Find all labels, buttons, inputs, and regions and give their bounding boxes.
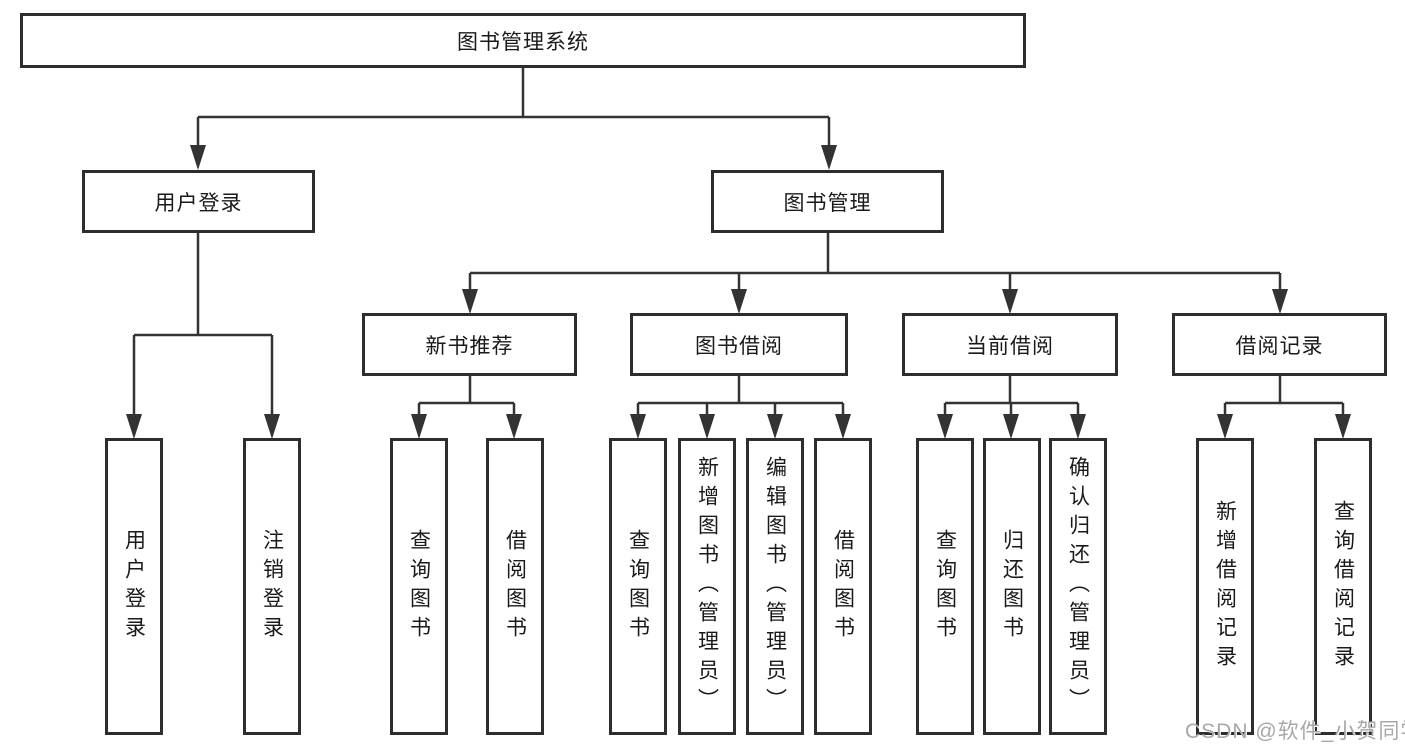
node-current-borrowing: 当前借阅 xyxy=(902,313,1118,376)
leaf-label: 新增借阅记录 xyxy=(1213,499,1237,674)
leaf-label: 确认归还（管理员） xyxy=(1066,456,1090,717)
watermark: CSDN @软件_小贺同学 xyxy=(1185,720,1405,743)
leaf-add-borrow-record: 新增借阅记录 xyxy=(1196,438,1254,735)
node-user-login-label: 用户登录 xyxy=(154,191,243,215)
leaf-label: 查询图书 xyxy=(407,528,431,645)
leaf-borrow-books-recommend: 借阅图书 xyxy=(486,438,544,735)
leaf-label: 查询图书 xyxy=(933,528,957,645)
leaf-label: 新增图书（管理员） xyxy=(695,456,719,717)
node-root-label: 图书管理系统 xyxy=(457,30,589,54)
leaf-label: 注销登录 xyxy=(260,528,284,645)
leaf-label: 查询借阅记录 xyxy=(1331,499,1355,674)
node-book-borrowing: 图书借阅 xyxy=(630,313,848,376)
node-current-borrowing-label: 当前借阅 xyxy=(966,334,1054,358)
node-user-login: 用户登录 xyxy=(82,170,315,233)
node-book-borrowing-label: 图书借阅 xyxy=(695,334,783,358)
node-new-book-recommend-label: 新书推荐 xyxy=(425,334,514,358)
leaf-edit-book-admin: 编辑图书（管理员） xyxy=(746,438,804,735)
leaf-label: 借阅图书 xyxy=(831,528,855,645)
leaf-query-borrow-record: 查询借阅记录 xyxy=(1314,438,1372,735)
leaf-confirm-return-admin: 确认归还（管理员） xyxy=(1049,438,1107,735)
leaf-label: 编辑图书（管理员） xyxy=(763,456,787,717)
node-root: 图书管理系统 xyxy=(20,13,1026,68)
leaf-label: 查询图书 xyxy=(626,528,650,645)
leaf-borrow-books-borrowing: 借阅图书 xyxy=(814,438,872,735)
leaf-user-login: 用户登录 xyxy=(105,438,163,735)
leaf-add-book-admin: 新增图书（管理员） xyxy=(678,438,736,735)
node-book-management-label: 图书管理 xyxy=(783,191,872,215)
leaf-query-books-borrowing: 查询图书 xyxy=(609,438,667,735)
leaf-logout: 注销登录 xyxy=(243,438,301,735)
leaf-return-book: 归还图书 xyxy=(983,438,1041,735)
leaf-label: 用户登录 xyxy=(122,528,146,645)
node-borrow-records-label: 借阅记录 xyxy=(1235,334,1324,358)
leaf-label: 归还图书 xyxy=(1000,528,1024,645)
leaf-label: 借阅图书 xyxy=(503,528,527,645)
leaf-query-books-recommend: 查询图书 xyxy=(390,438,448,735)
leaf-query-books-current: 查询图书 xyxy=(916,438,974,735)
node-new-book-recommend: 新书推荐 xyxy=(362,313,577,376)
node-borrow-records: 借阅记录 xyxy=(1172,313,1387,376)
node-book-management: 图书管理 xyxy=(711,170,944,233)
arrowhead-icons xyxy=(126,145,1351,439)
